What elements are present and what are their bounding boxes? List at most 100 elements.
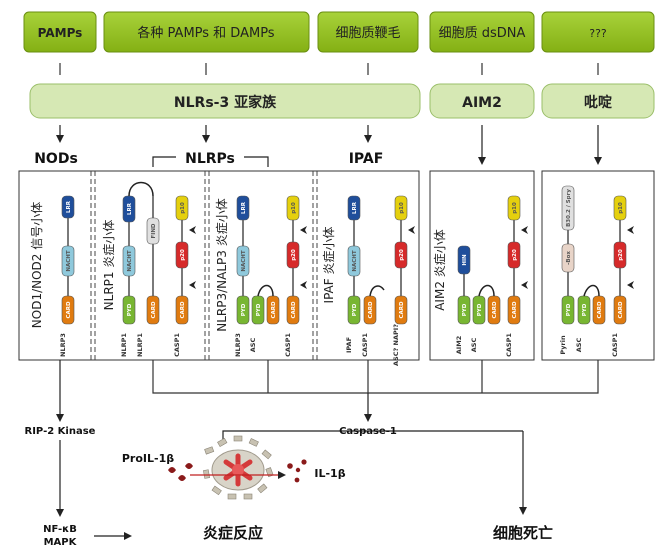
- casp1a-p10-domain-label: p10: [180, 202, 186, 214]
- nod-card-domain-label: CARD: [66, 301, 72, 319]
- vlabel-nlrp3: NLRP3/NALP3 炎症小体: [214, 198, 229, 331]
- nlrp3-nacht-domain-label: NACHT: [241, 250, 247, 271]
- panel-pyrin: [541, 170, 655, 361]
- top-box-unknown: [541, 11, 655, 53]
- top-box-unknown-label: ???: [589, 27, 607, 40]
- aim2-asc-card-domain-label: CARD: [492, 301, 498, 319]
- asc-pyd-domain-label: PYD: [256, 303, 262, 316]
- family-aim2: [429, 83, 535, 119]
- casp1e-card-domain: [613, 295, 627, 325]
- family-nlr-label: NLRs-3 亚家族: [174, 94, 277, 111]
- pyrin-pyd-domain: [561, 295, 575, 325]
- label-nfkb: NF-κB: [43, 524, 77, 535]
- casp1c-p20-domain-label: p20: [399, 249, 405, 261]
- nlrp1-nacht-domain-label: NACHT: [127, 250, 133, 271]
- pyrin-bbox-domain-label: -Box: [566, 251, 572, 265]
- casp1e-p20-domain-label: p20: [618, 249, 624, 261]
- top-box-dsdna: [429, 11, 535, 53]
- top-box-dsdna-label: 细胞质 dsDNA: [439, 26, 526, 41]
- nlrp1-card-domain-label: CARD: [151, 301, 157, 319]
- label-il1b: IL-1β: [314, 467, 345, 480]
- casp1a-p20-domain: [175, 241, 189, 269]
- nlrp1-find-domain-label: FIND: [151, 223, 157, 238]
- nlrp1-pyd-domain: [122, 295, 136, 325]
- ipaf-pyd-domain-label: PYD: [352, 303, 358, 316]
- nod-lrr-domain: [61, 195, 75, 219]
- casp1b-card-domain-label: CARD: [291, 301, 297, 319]
- casp1e-card-domain-label: CARD: [618, 301, 624, 319]
- protein-casp1-b: CASP1: [284, 333, 292, 357]
- casp1b-p10-domain: [286, 195, 300, 221]
- family-nlr: [29, 83, 421, 119]
- pyrin-b30-domain-label: B30.2 / Spry: [566, 189, 572, 227]
- ipaf-pyd-domain: [347, 295, 361, 325]
- casp1e-p20-domain: [613, 241, 627, 269]
- protein-asc-pyrin: ASC: [575, 338, 583, 353]
- aim2-hin-domain-label: HIN: [462, 254, 468, 266]
- top-box-pamps-label: PAMPs: [38, 26, 83, 40]
- casp1a-p20-domain-label: p20: [180, 249, 186, 261]
- label-cell-death: 细胞死亡: [493, 524, 553, 542]
- vlabel-ipaf: IPAF 炎症小体: [321, 227, 336, 304]
- label-proil1b: ProIL-1β: [122, 452, 174, 465]
- casp1b-p20-domain: [286, 241, 300, 269]
- casp1d-p20-domain-label: p20: [512, 249, 518, 261]
- nlrp3-nacht-domain: [236, 245, 250, 277]
- vlabel-nlrp1: NLRP1 炎症小体: [101, 220, 116, 311]
- pyrin-asc-pyd-domain-label: PYD: [582, 303, 588, 316]
- pyrin-asc-card-domain-label: CARD: [597, 301, 603, 319]
- nlrp1-find-domain: [146, 217, 160, 245]
- nlrp3-lrr-domain: [236, 195, 250, 221]
- casp1b-p10-domain-label: p10: [291, 202, 297, 214]
- pyrin-bbox-domain: [561, 243, 575, 273]
- top-box-pamps-damps-label: 各种 PAMPs 和 DAMPs: [137, 25, 274, 41]
- ipaf-nacht-domain-label: NACHT: [352, 250, 358, 271]
- pyrin-pyd-domain-label: PYD: [566, 303, 572, 316]
- nlrp1-pyd-domain-label: PYD: [127, 303, 133, 316]
- nod-nacht-domain: [61, 245, 75, 277]
- nlrp3-pyd-domain-label: PYD: [241, 303, 247, 316]
- protein-aim2: AIM2: [455, 336, 463, 354]
- protein-domains: LRR NACHT CARD NLRP3 LRR NACHT PYD NLRP1 FIND CAR…: [59, 181, 634, 366]
- casp1d-card-domain-label: CARD: [512, 301, 518, 319]
- caspase1-complex-illustration: [190, 435, 286, 500]
- family-pyrin-label: 吡啶: [584, 94, 612, 111]
- nlrp3-lrr-domain-label: LRR: [241, 201, 247, 214]
- protein-asc: ASC: [249, 338, 257, 353]
- asc-card-domain-label: CARD: [271, 301, 277, 319]
- nod-nacht-domain-label: NACHT: [66, 250, 72, 271]
- casp1d-p20-domain: [507, 241, 521, 269]
- casp1a-card-domain: [175, 295, 189, 325]
- aim2-pyd-domain-label: PYD: [462, 303, 468, 316]
- top-box-pamps-damps: [103, 11, 310, 53]
- ipaf-card2-domain-label: CARD: [368, 301, 374, 319]
- protein-nlrp1-label2: NLRP1: [136, 333, 144, 357]
- casp1c-card-domain-label: CARD: [399, 301, 405, 319]
- casp1e-p10-domain-label: p10: [618, 202, 624, 214]
- protein-casp1-c: CASP1: [361, 333, 369, 357]
- aim2-asc-pyd-domain-label: PYD: [477, 303, 483, 316]
- group-ipaf: IPAF: [349, 151, 384, 167]
- protein-nlrp3: NLRP3: [234, 333, 242, 357]
- casp1a-p10-domain: [175, 195, 189, 221]
- vlabel-aim2: AIM2 炎症小体: [432, 229, 447, 311]
- protein-nlrp1: NLRP1: [120, 333, 128, 357]
- il1b-molecules: [168, 459, 307, 483]
- protein-casp1-a: CASP1: [173, 333, 181, 357]
- family-bars: NLRs-3 亚家族 AIM2 吡啶: [29, 83, 655, 119]
- nod-card-domain: [61, 295, 75, 325]
- label-inflammation: 炎症反应: [203, 524, 263, 542]
- casp1d-card-domain: [507, 295, 521, 325]
- casp1d-p10-domain-label: p10: [512, 202, 518, 214]
- top-box-flagellin-label: 细胞质鞭毛: [335, 26, 400, 41]
- group-nlrps: NLRPs: [185, 151, 235, 167]
- top-box-flagellin: [317, 11, 419, 53]
- casp1b-card-domain: [286, 295, 300, 325]
- casp1c-card-domain: [394, 295, 408, 325]
- protein-casp1-d: CASP1: [505, 333, 513, 357]
- casp1a-card-domain-label: CARD: [180, 301, 186, 319]
- group-nods: NODs: [34, 151, 78, 167]
- nod-lrr-domain-label: LRR: [66, 200, 72, 213]
